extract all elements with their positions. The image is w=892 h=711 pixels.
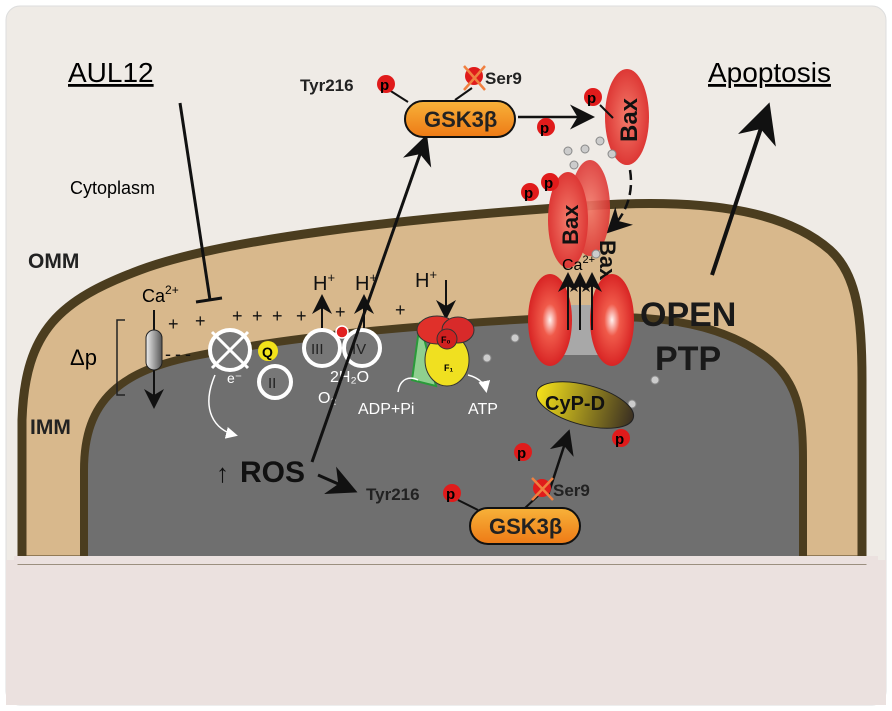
svg-text:+: + xyxy=(168,314,179,334)
svg-text:p: p xyxy=(380,77,389,94)
omm-label: OMM xyxy=(28,250,79,273)
aul12-inhibition-line xyxy=(178,102,212,301)
phospho-transfer xyxy=(537,118,555,136)
complex-2 xyxy=(257,364,293,400)
svg-text:-: - xyxy=(175,344,181,364)
svg-text:p: p xyxy=(517,445,526,462)
cytochrome-c-particles xyxy=(482,136,660,409)
open-label: OPEN xyxy=(640,296,736,334)
ser9-label-matrix: Ser9 xyxy=(553,481,590,500)
svg-text:p: p xyxy=(446,486,455,503)
svg-text:+: + xyxy=(252,306,263,326)
svg-text:-: - xyxy=(165,344,171,364)
bax-cytosolic xyxy=(605,69,649,165)
ros-to-gsk-matrix-arrow xyxy=(317,466,358,495)
svg-text:Bax: Bax xyxy=(558,204,583,245)
q-label: Q xyxy=(262,344,273,360)
ca-label-left: Ca2+ xyxy=(142,283,179,306)
aul12-label: AUL12 xyxy=(68,57,154,88)
atp-synthase: F₀ F₁ xyxy=(410,315,475,388)
apoptosis-arrow xyxy=(710,102,776,276)
complex-1 xyxy=(208,328,252,372)
cytoplasm-label: Cytoplasm xyxy=(70,178,155,198)
gsk3b-cytoplasm xyxy=(404,100,516,138)
svg-text:+: + xyxy=(395,300,406,320)
svg-text:p: p xyxy=(540,120,549,137)
delta-p-label: Δp xyxy=(70,345,97,370)
ca-label-ptp: Ca2+ xyxy=(562,254,595,274)
electron-label: e⁻ xyxy=(227,370,242,386)
tyr216-label-matrix: Tyr216 xyxy=(366,485,420,504)
svg-text:p: p xyxy=(544,175,553,192)
atp-label: ATP xyxy=(468,401,498,418)
svg-text:p: p xyxy=(615,431,624,448)
f1-label: F₁ xyxy=(444,363,453,373)
ptp-left xyxy=(528,274,572,366)
tyr216-label-top: Tyr216 xyxy=(300,76,354,95)
complex-3-label: III xyxy=(311,341,324,358)
gsk3b-label-top: GSK3β xyxy=(424,107,497,132)
svg-text:p: p xyxy=(524,185,533,202)
svg-text:H+: H+ xyxy=(313,270,335,295)
ptp-label: PTP xyxy=(655,340,721,378)
electron-leak-arrow xyxy=(208,374,238,439)
adp-pi-label: ADP+Pi xyxy=(358,401,414,418)
f0-label: F₀ xyxy=(441,335,451,345)
ubiquinone-q xyxy=(258,341,278,361)
proton-labels: H+ H+ H+ xyxy=(313,267,437,295)
ros-increase-arrow: ↑ xyxy=(216,458,229,488)
cypd-label: CyP-D xyxy=(545,393,605,415)
lower-band xyxy=(6,560,886,705)
phospho-tyr216-top xyxy=(377,75,395,93)
svg-text:+: + xyxy=(272,306,283,326)
svg-text:+: + xyxy=(232,306,243,326)
svg-text:+: + xyxy=(296,306,307,326)
svg-text:H+: H+ xyxy=(415,267,437,292)
svg-text:+: + xyxy=(195,311,206,331)
complex-3 xyxy=(302,328,342,368)
complex-4-label: IV xyxy=(352,341,366,358)
cyclophilin-d xyxy=(535,381,635,429)
ser9-label-top: Ser9 xyxy=(485,69,522,88)
ros-label: ROS xyxy=(240,456,305,489)
ros-to-gsk-arrow xyxy=(310,134,432,463)
svg-text:-: - xyxy=(185,344,191,364)
bax-oligomer-1 xyxy=(548,172,588,268)
apoptosis-label: Apoptosis xyxy=(708,57,831,88)
svg-text:+: + xyxy=(335,302,346,322)
membrane-charges: + + + + + + + + --- xyxy=(165,300,406,364)
ptp-right xyxy=(590,274,634,366)
water-label: 2H₂O xyxy=(330,369,369,386)
svg-text:Bax: Bax xyxy=(616,97,643,142)
delta-p-bracket xyxy=(116,319,125,396)
complex-4 xyxy=(342,328,382,368)
svg-text:H+: H+ xyxy=(355,270,377,295)
svg-text:p: p xyxy=(587,90,596,107)
imm-label: IMM xyxy=(30,416,71,439)
calcium-channel xyxy=(145,329,163,371)
complex-2-label: II xyxy=(268,375,276,392)
gsk3b-label-matrix: GSK3β xyxy=(489,514,562,539)
gsk3b-matrix xyxy=(469,507,581,545)
cytochrome-c xyxy=(335,325,349,339)
